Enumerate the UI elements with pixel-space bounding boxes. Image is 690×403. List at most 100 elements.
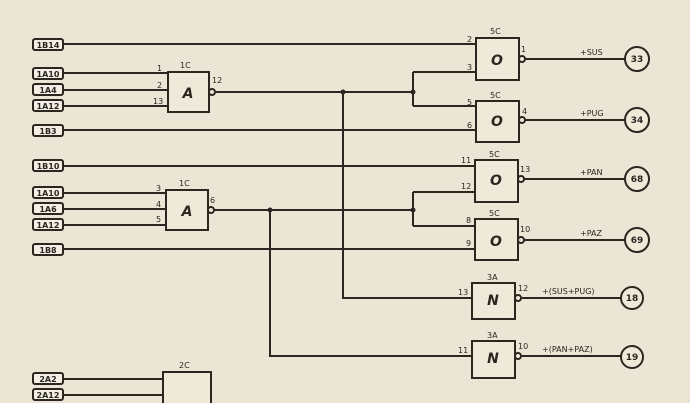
diagram-label: +PUG — [580, 109, 604, 118]
input-label: 1B8 — [32, 243, 64, 256]
diagram-label: +PAZ — [580, 229, 602, 238]
diagram-label: 2 — [157, 81, 162, 90]
diagram-label: 1C — [179, 179, 190, 188]
diagram-shape — [32, 372, 64, 385]
diagram-label: 4 — [522, 107, 527, 116]
diagram-shape — [63, 378, 163, 396]
diagram-label: 10 — [520, 225, 530, 234]
diagram-shape — [167, 71, 210, 113]
diagram-label: 2A2 — [39, 375, 56, 384]
diagram-shape — [471, 340, 516, 379]
diagram-shape — [32, 388, 64, 401]
diagram-label: 11 — [458, 346, 468, 355]
diagram-shape — [624, 46, 650, 72]
diagram-label: 1 — [521, 45, 526, 54]
input-labels: 1B14 1A10 1A4 1A12 1B3 1B10 1A10 1A6 1A1… — [32, 38, 64, 401]
diagram-label: O — [490, 173, 502, 189]
diagram-shape — [518, 116, 526, 124]
diagram-shape — [475, 100, 520, 143]
diagram-label: 12 — [518, 284, 528, 293]
diagram-shape — [471, 282, 516, 320]
diagram-label: 8 — [466, 216, 471, 225]
diagram-label: 1B8 — [39, 246, 57, 255]
diagram-label: 6 — [467, 121, 472, 130]
diagram-shape — [620, 286, 644, 310]
diagram-shape — [518, 55, 526, 63]
diagram-label: 5C — [490, 27, 501, 36]
diagram-shape — [32, 159, 64, 172]
diagram-shape — [514, 352, 522, 360]
diagram-shape — [63, 192, 166, 226]
diagram-label: 1B14 — [37, 41, 60, 50]
diagram-shape — [410, 89, 416, 95]
diagram-label: 1A10 — [37, 70, 60, 79]
diagram-shape — [517, 236, 525, 244]
diagram-label: 68 — [631, 175, 644, 185]
diagram-shape — [517, 175, 525, 183]
or-gate-5c-2: O 5C 5 6 4 — [467, 91, 527, 143]
diagram-shape — [620, 345, 644, 369]
diagram-shape — [214, 191, 476, 227]
diagram-label: 19 — [626, 353, 639, 363]
diagram-label: +(PAN+PAZ) — [542, 345, 593, 354]
diagram-shape — [624, 227, 650, 253]
diagram-label: O — [490, 234, 502, 250]
diagram-label: 3A — [487, 331, 498, 340]
diagram-shape — [269, 210, 472, 357]
diagram-label: 2C — [179, 361, 190, 370]
input-label: 2A2 — [32, 372, 64, 385]
diagram-shape — [165, 189, 209, 231]
diagram-label: 33 — [631, 55, 644, 65]
diagram-label: A — [181, 204, 193, 220]
diagram-label: 3A — [487, 273, 498, 282]
diagram-shape — [32, 186, 64, 199]
diagram-label: 1A6 — [39, 205, 57, 214]
diagram-shape — [522, 58, 625, 357]
diagram-label: 5C — [490, 91, 501, 100]
diagram-label: 12 — [461, 182, 471, 191]
diagram-label: 10 — [518, 342, 528, 351]
diagram-label: 4 — [156, 200, 161, 209]
input-label: 1A12 — [32, 218, 64, 231]
diagram-label: 1A10 — [37, 189, 60, 198]
diagram-shape — [624, 166, 650, 192]
not-gate-3a-1: N 3A 13 12 — [458, 273, 528, 320]
diagram-label: 12 — [212, 76, 222, 85]
and-gate-1c-bottom: A 1C 3 4 5 6 — [156, 179, 215, 231]
diagram-label: 1 — [157, 64, 162, 73]
diagram-label: 2A12 — [37, 391, 60, 400]
gate-2c: 2C — [162, 361, 212, 403]
diagram-label: 5 — [156, 215, 161, 224]
diagram-label: O — [491, 53, 503, 69]
diagram-label: 3 — [156, 184, 161, 193]
input-label: 1A10 — [32, 67, 64, 80]
and-gate-1c-top: A 1C 1 2 13 12 — [153, 61, 222, 113]
diagram-shape — [32, 99, 64, 112]
diagram-label: 9 — [466, 239, 471, 248]
diagram-label: 5C — [489, 209, 500, 218]
input-label: 1B3 — [32, 124, 64, 137]
input-label: 1B10 — [32, 159, 64, 172]
diagram-label: 3 — [467, 63, 472, 72]
input-label: 1A6 — [32, 202, 64, 215]
diagram-label: 34 — [631, 116, 644, 126]
diagram-shape — [32, 67, 64, 80]
diagram-label: +(SUS+PUG) — [542, 287, 595, 296]
diagram-shape — [32, 218, 64, 231]
diagram-shape — [32, 124, 64, 137]
diagram-label: 13 — [458, 288, 468, 297]
diagram-label: 1C — [180, 61, 191, 70]
diagram-label: 18 — [626, 294, 639, 304]
diagram-shape — [208, 88, 216, 96]
input-label: 1A10 — [32, 186, 64, 199]
diagram-shape — [267, 207, 273, 213]
or-gate-5c-1: O 5C 2 3 1 — [467, 27, 526, 81]
diagram-label: 11 — [461, 156, 471, 165]
diagram-label: 5 — [467, 98, 472, 107]
diagram-shape — [340, 89, 346, 95]
diagram-shape — [63, 72, 168, 107]
diagram-label: 13 — [153, 97, 163, 106]
diagram-label: 13 — [520, 165, 530, 174]
input-label: 1B14 — [32, 38, 64, 51]
diagram-label: 1B10 — [37, 162, 60, 171]
